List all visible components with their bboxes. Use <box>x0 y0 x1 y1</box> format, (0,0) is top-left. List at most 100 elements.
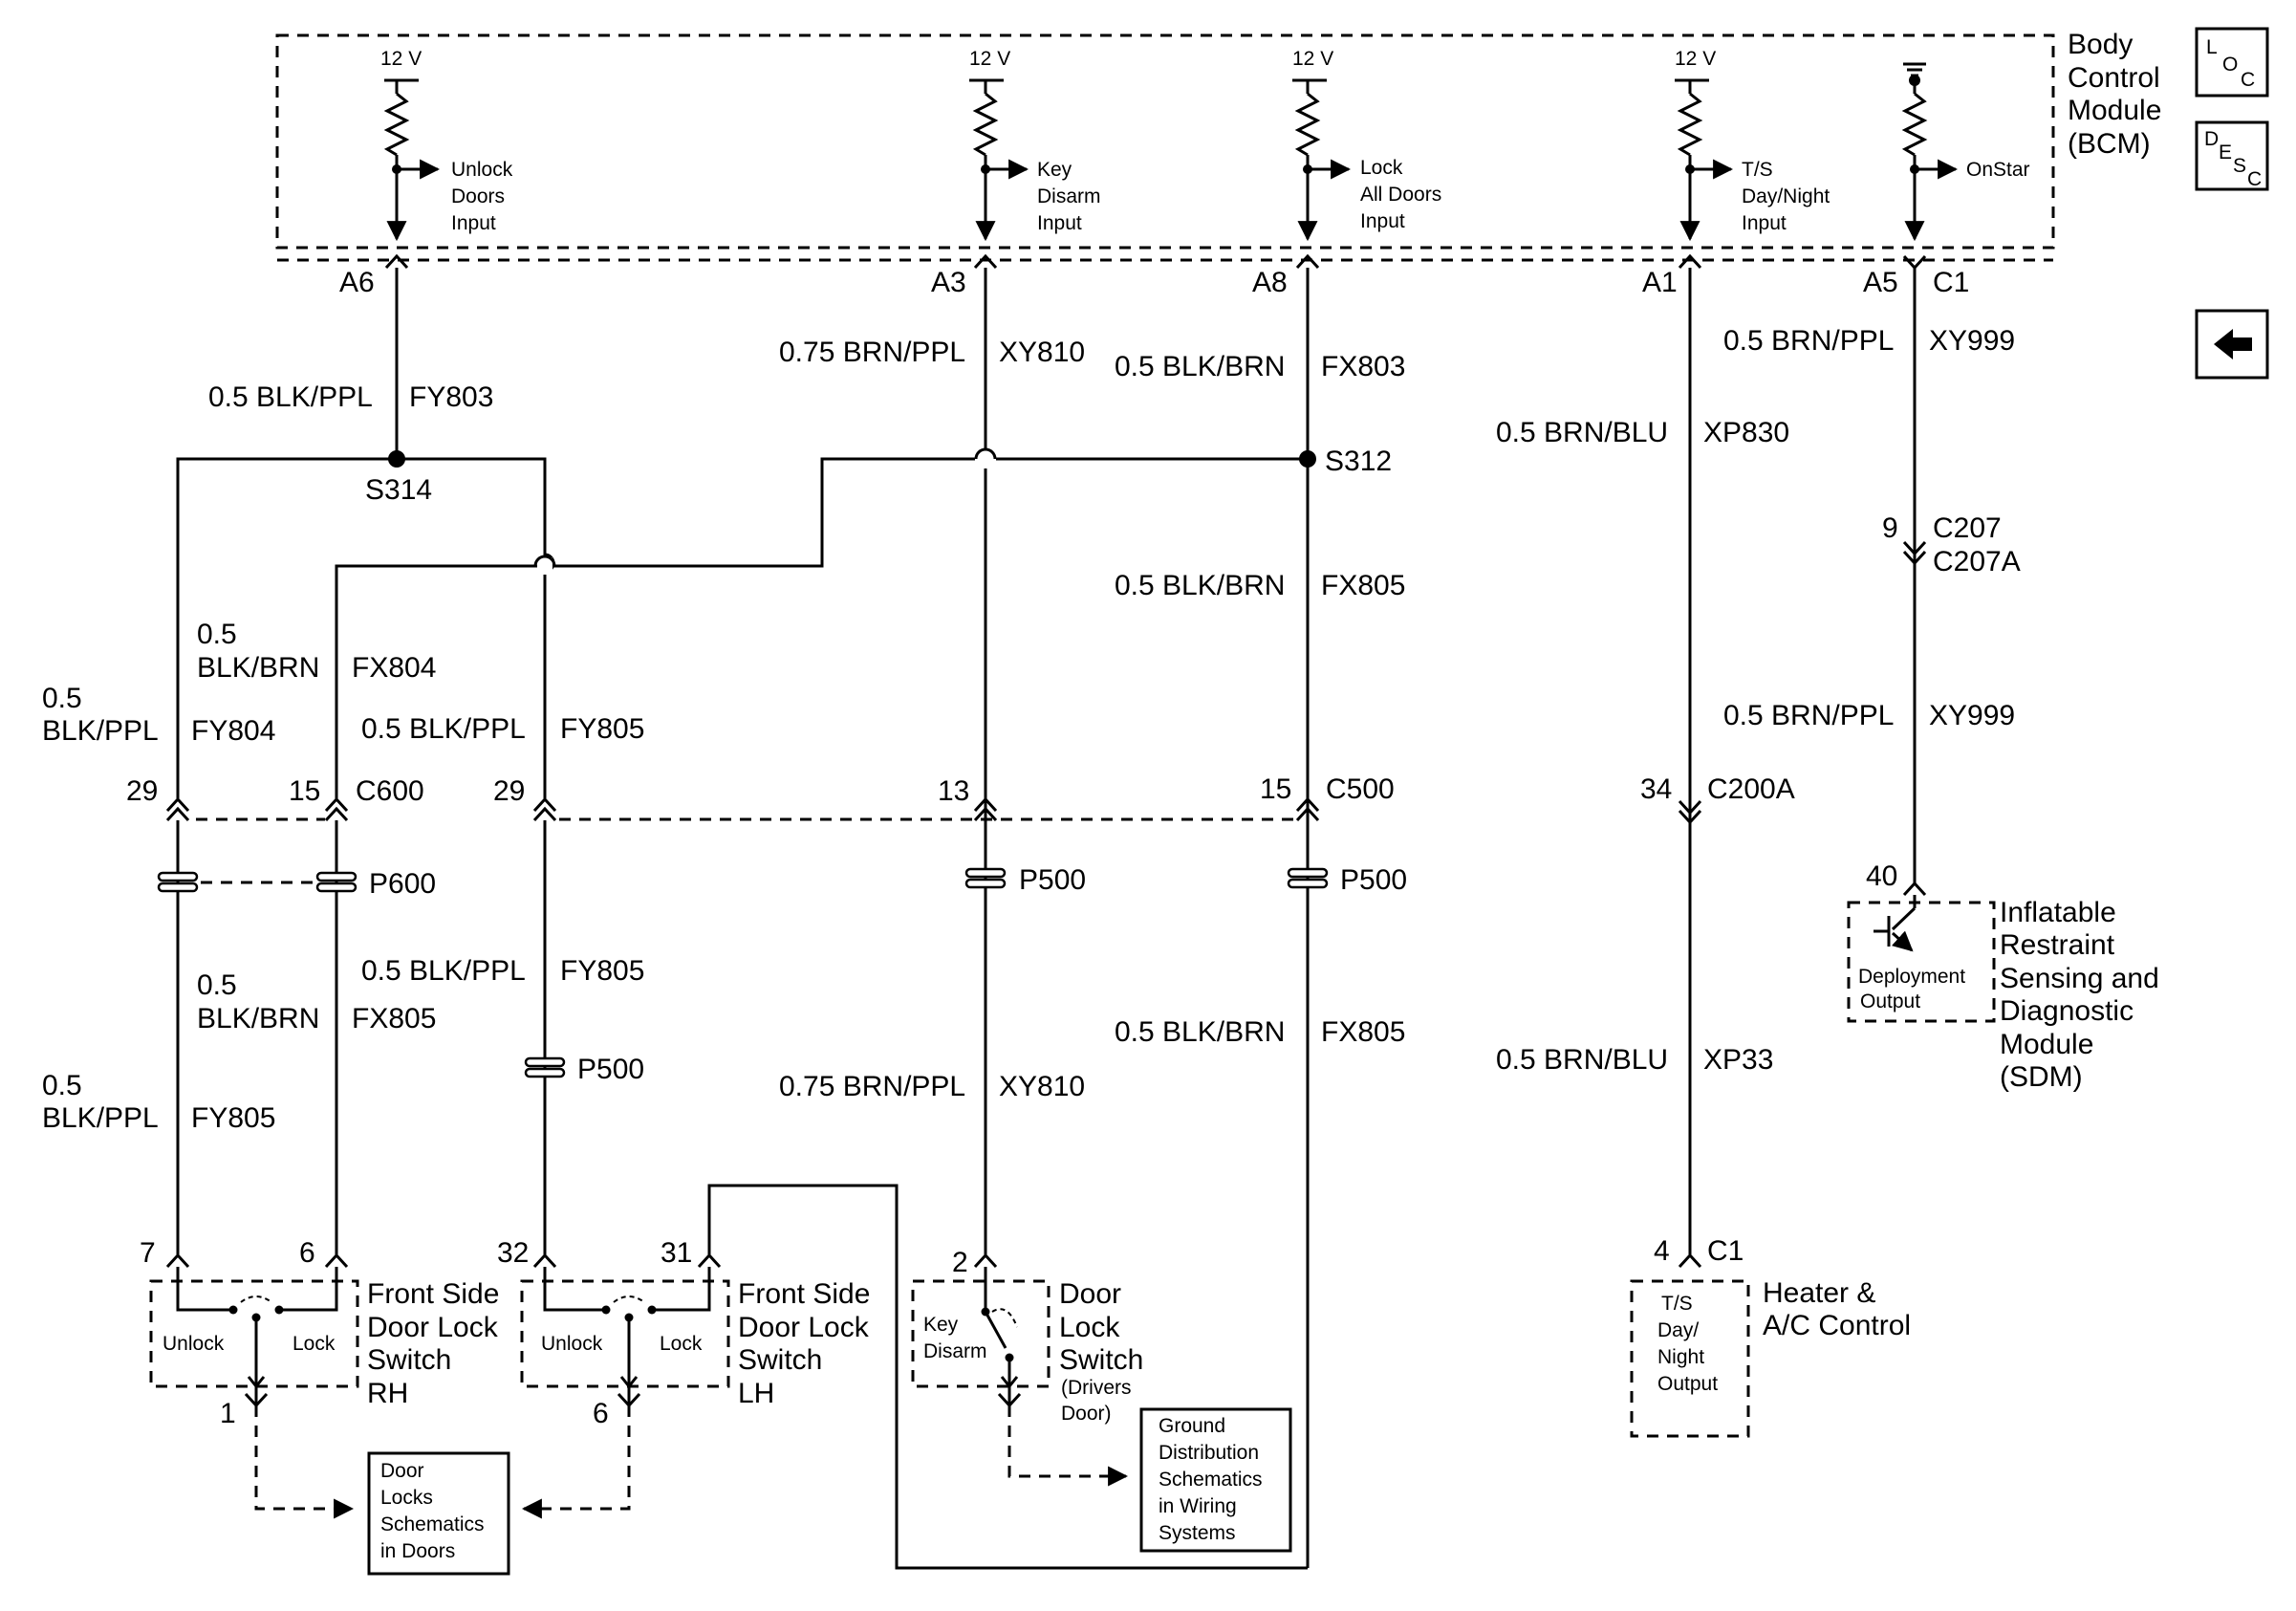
component-label: Diagnostic <box>2000 995 2134 1027</box>
component-label: Heater & <box>1763 1277 1875 1309</box>
pullup-resistor <box>1677 92 1703 157</box>
pin-a3: A3 <box>931 267 966 298</box>
input-label: Day/Night <box>1742 185 1830 207</box>
connector-label: C207A <box>1933 546 2021 577</box>
wire-label: 0.5 BRN/PPL <box>1723 700 1894 731</box>
component-label: Door Lock <box>367 1312 499 1343</box>
reference-label: Schematics <box>1159 1469 1263 1491</box>
pin-a6: A6 <box>339 267 375 298</box>
input-label: Key <box>1037 159 1072 181</box>
component-label: Module <box>2000 1029 2093 1060</box>
wire-label: FX805 <box>352 1003 436 1034</box>
pullup-resistor <box>1901 92 1928 157</box>
wire-label: 0.75 BRN/PPL <box>779 1071 965 1102</box>
passthrough-label: P500 <box>577 1054 644 1085</box>
wire-label: FX804 <box>352 652 436 684</box>
reference-label: Systems <box>1159 1522 1236 1544</box>
back-button[interactable] <box>2195 309 2269 380</box>
passthrough-p600: P600 <box>157 868 436 900</box>
module-inner-label: Output <box>1860 991 1920 1012</box>
connector-label: C207 <box>1933 512 2002 544</box>
pin-label: 40 <box>1866 860 1897 892</box>
component-label: RH <box>367 1378 408 1409</box>
switch-position-label: Unlock <box>541 1333 603 1355</box>
component-sublabel: (Drivers <box>1061 1377 1132 1399</box>
reference-label: Door <box>380 1460 424 1482</box>
component-label: A/C Control <box>1763 1310 1911 1341</box>
pin-label: 1 <box>220 1398 236 1429</box>
wire-label: FY805 <box>560 713 644 745</box>
switch-position-label: Lock <box>660 1333 703 1355</box>
wire-label: FY805 <box>560 955 644 987</box>
component-label: LH <box>738 1378 774 1409</box>
component-label: Lock <box>1059 1312 1120 1343</box>
passthrough-p500-a8: P500 <box>1287 864 1407 896</box>
reference-label: Distribution <box>1159 1442 1259 1464</box>
passthrough-label: P600 <box>369 868 436 900</box>
pin-label: 34 <box>1640 773 1672 805</box>
desc-letter: D <box>2204 128 2219 150</box>
wire-label: 0.5 <box>197 969 237 1001</box>
module-inner-label: Day/ <box>1657 1319 1699 1341</box>
bcm-title-line-1: Body <box>2068 29 2133 60</box>
pullup-resistor <box>383 92 410 157</box>
input-label: Input <box>1360 210 1405 232</box>
left-arrow-icon <box>2214 329 2252 359</box>
splice-s312 <box>1299 450 1316 468</box>
input-label: Input <box>1742 212 1787 234</box>
bcm-boundary <box>275 33 2055 250</box>
component-label: (SDM) <box>2000 1061 2083 1093</box>
input-label: Input <box>451 212 496 234</box>
supply-label: 12 V <box>1292 48 1333 70</box>
wire-label: 0.5 <box>42 1070 82 1101</box>
desc-letter: S <box>2233 155 2246 177</box>
wire-label: 0.5 BLK/BRN <box>1115 1016 1285 1048</box>
input-label: All Doors <box>1360 184 1441 206</box>
pin-label: 9 <box>1882 512 1898 544</box>
reference-label: in Doors <box>380 1540 455 1562</box>
input-label: Lock <box>1360 157 1403 179</box>
pin-c1: C1 <box>1933 267 1969 298</box>
component-label: Front Side <box>367 1278 499 1310</box>
pin-label: 29 <box>126 775 158 807</box>
pin-label: 6 <box>593 1398 609 1429</box>
pullup-resistor <box>1294 92 1321 157</box>
switch-position-label: Lock <box>292 1333 336 1355</box>
bcm-title-line-2: Control <box>2068 62 2160 94</box>
pin-label: 32 <box>497 1237 529 1269</box>
pin-a1: A1 <box>1642 267 1678 298</box>
wire-label: FY803 <box>409 381 493 413</box>
supply-label: 12 V <box>380 48 422 70</box>
wire-label: BLK/BRN <box>197 1003 319 1034</box>
module-inner-label: T/S <box>1661 1293 1693 1315</box>
wire-label: BLK/PPL <box>42 1102 159 1134</box>
pin-label: 15 <box>289 775 320 807</box>
loc-button[interactable]: L O C <box>2195 27 2269 98</box>
module-inner-label: Deployment <box>1858 966 1965 988</box>
ground-icon <box>1903 62 1926 86</box>
wire-label: XY810 <box>999 1071 1085 1102</box>
wire-label: XY810 <box>999 337 1085 368</box>
door-lock-key-switch: 2 Key Disarm Door Lock Switch (Drivers D… <box>911 1247 1143 1425</box>
wire-label: XP830 <box>1703 417 1789 448</box>
wire-label: 0.75 BRN/PPL <box>779 337 965 368</box>
door-locks-schematics-link[interactable]: Door Locks Schematics in Doors <box>367 1451 510 1576</box>
bcm-input-onstar: OnStar <box>1901 62 2030 242</box>
pin-a8: A8 <box>1252 267 1288 298</box>
pin-label: 13 <box>938 775 969 807</box>
switch-position-label: Unlock <box>162 1333 225 1355</box>
wire-label: FY805 <box>191 1102 275 1134</box>
component-label: Switch <box>738 1344 822 1376</box>
desc-button[interactable]: D E S C <box>2195 120 2269 191</box>
ground-distribution-schematics-link[interactable]: Ground Distribution Schematics in Wiring… <box>1139 1407 1292 1553</box>
reference-label: in Wiring <box>1159 1495 1237 1517</box>
supply-label: 12 V <box>969 48 1010 70</box>
connector-label: C500 <box>1326 773 1395 805</box>
component-label: Switch <box>1059 1344 1143 1376</box>
heater-ac-control: 4 C1 T/S Day/ Night Output Heater & A/C … <box>1630 1235 1911 1438</box>
reference-label: Locks <box>380 1487 433 1509</box>
sdm-module: 40 Deployment Output Inflatable Restrain… <box>1847 860 2159 1093</box>
passthrough-p500-a3: P500 <box>964 864 1086 896</box>
bcm-input-unlock: 12 V Unlock Doors Input <box>380 48 513 242</box>
